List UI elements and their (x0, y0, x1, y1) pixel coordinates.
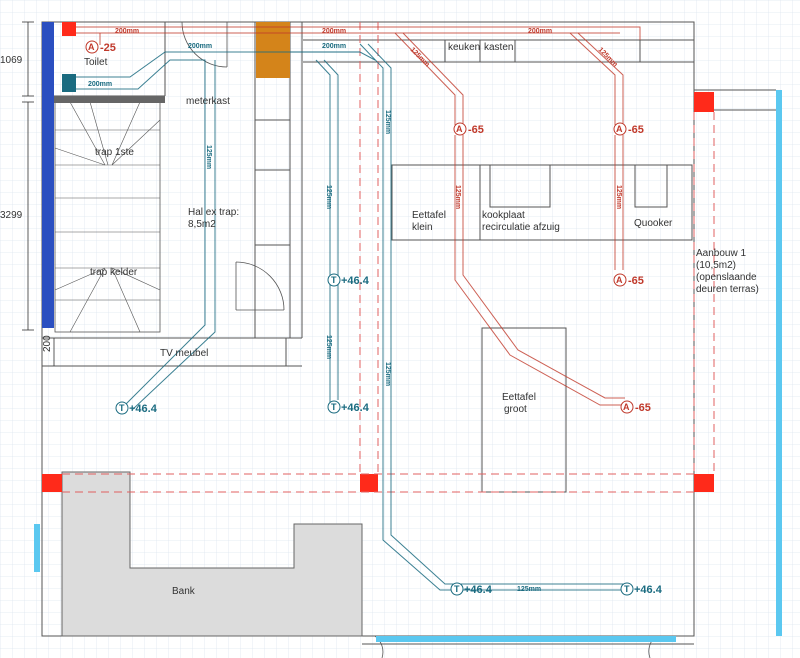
supply-point-trap: T +46.4 (327, 273, 370, 287)
supply-point-hal: T +46.4 (115, 401, 158, 415)
svg-text:T: T (624, 584, 630, 594)
room-label-eettafel-klein-2: klein (412, 222, 433, 233)
dimension-stairs: 3299 (0, 210, 23, 221)
duct-label-125-hal-vert: 125mm (205, 145, 212, 169)
room-label-meterkast: meterkast (186, 96, 230, 107)
room-label-trap-1ste: trap 1ste (95, 147, 134, 158)
duct-label-125-right-top: 125mm (384, 110, 391, 134)
extract-point-eettafel: A -65 (620, 400, 651, 414)
duct-label-125-right-mid: 125mm (384, 362, 391, 386)
room-label-kookplaat-2: recirculatie afzuig (482, 222, 560, 233)
sofa (61, 471, 363, 637)
extract-point-keuken-right: A -65 (613, 122, 644, 136)
svg-text:A: A (616, 275, 623, 285)
room-label-trap-kelder: trap kelder (90, 267, 138, 278)
dimension-lines (22, 21, 55, 366)
room-label-kookplaat-1: kookplaat (482, 210, 525, 221)
room-label-aanbouw-2: (10,5m2) (696, 260, 736, 271)
svg-text:-65: -65 (635, 402, 651, 414)
duct-label-200-top-left: 200mm (115, 28, 139, 35)
room-label-eettafel-groot-1: Eettafel (502, 392, 536, 403)
extract-point-toilet: A -25 (85, 40, 116, 54)
svg-text:A: A (456, 124, 463, 134)
duct-label-200-meterkast: 200mm (322, 43, 346, 50)
ventilation-unit (62, 74, 76, 92)
room-label-bank: Bank (172, 586, 196, 597)
svg-text:+46.4: +46.4 (634, 584, 663, 596)
dimension-toilet: 1069 (0, 55, 23, 66)
extract-point-quooker: A -65 (613, 273, 644, 287)
svg-text:-25: -25 (100, 42, 116, 54)
room-label-keuken: keuken (448, 42, 480, 53)
room-label-aanbouw-3: (openslaande (696, 272, 757, 283)
meter-cabinet (256, 22, 290, 78)
supply-point-mid: T +46.4 (327, 400, 370, 414)
duct-label-125-keuken-vert: 125mm (454, 185, 461, 209)
toilet-wall-dark (54, 96, 165, 103)
duct-label-200-hal: 200mm (188, 43, 212, 50)
windows (34, 90, 782, 642)
room-label-eettafel-groot-2: groot (504, 404, 527, 415)
duct-label-200-top-mid: 200mm (322, 28, 346, 35)
svg-text:A: A (623, 402, 630, 412)
extract-point-keuken-left: A -65 (453, 122, 484, 136)
columns (42, 22, 714, 492)
room-label-aanbouw-4: deuren terras) (696, 284, 759, 295)
outer-wall-left (42, 22, 54, 328)
svg-text:A: A (88, 42, 95, 52)
supply-ducts (76, 43, 625, 591)
duct-label-125-trap-vert: 125mm (325, 185, 332, 209)
svg-text:+46.4: +46.4 (341, 275, 370, 287)
svg-text:T: T (454, 584, 460, 594)
svg-text:-65: -65 (628, 275, 644, 287)
beam-lines (62, 22, 715, 493)
duct-label-125-bottom: 125mm (517, 586, 541, 593)
duct-label-200-toilet: 200mm (88, 81, 112, 88)
room-label-toilet: Toilet (84, 57, 108, 68)
extract-ducts (76, 26, 641, 406)
room-label-eettafel-klein-1: Eettafel (412, 210, 446, 221)
room-label-quooker: Quooker (634, 218, 673, 229)
svg-text:+46.4: +46.4 (129, 403, 158, 415)
svg-text:T: T (331, 402, 337, 412)
supply-point-bank-right: T +46.4 (620, 582, 663, 596)
room-label-aanbouw-1: Aanbouw 1 (696, 248, 746, 259)
duct-label-125-quooker-vert: 125mm (615, 185, 622, 209)
duct-label-200-top-right: 200mm (528, 28, 552, 35)
svg-text:+46.4: +46.4 (341, 402, 370, 414)
svg-text:T: T (331, 275, 337, 285)
supply-point-bank-left: T +46.4 (450, 582, 493, 596)
room-label-hal-area: 8,5m2 (188, 219, 216, 230)
doors (181, 21, 657, 658)
room-label-tv-meubel: TV meubel (160, 348, 208, 359)
room-label-kasten: kasten (484, 42, 513, 53)
svg-text:A: A (616, 124, 623, 134)
svg-text:-65: -65 (468, 124, 484, 136)
svg-text:+46.4: +46.4 (464, 584, 493, 596)
svg-text:T: T (119, 403, 125, 413)
svg-text:-65: -65 (628, 124, 644, 136)
room-label-hal: Hal ex trap: (188, 207, 239, 218)
dimension-tv: 200 (42, 335, 53, 352)
duct-label-125-mid-vert: 125mm (325, 335, 332, 359)
